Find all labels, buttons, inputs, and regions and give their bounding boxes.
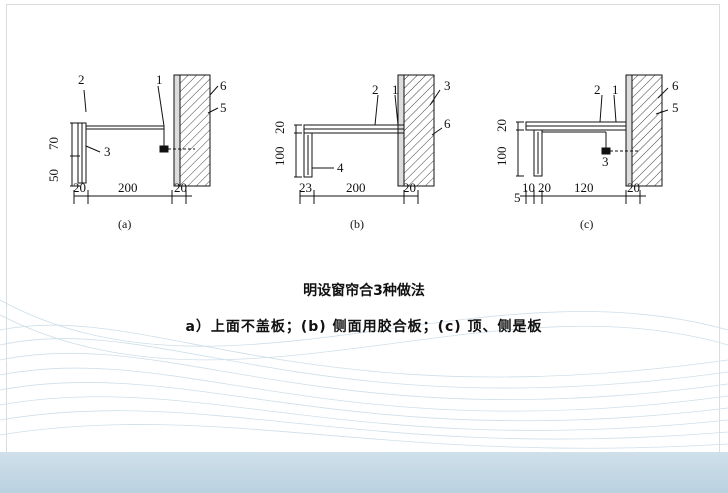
dim-20: 20 bbox=[494, 119, 509, 132]
wall-hatch bbox=[179, 74, 211, 187]
label-c: (c) bbox=[580, 217, 593, 231]
callout-1: 1 bbox=[612, 82, 619, 97]
dim-20: 20 bbox=[272, 121, 287, 134]
caption-title: 明设窗帘合3种做法 bbox=[303, 283, 425, 299]
callout-6: 6 bbox=[672, 78, 679, 93]
callout-2: 2 bbox=[372, 82, 379, 97]
dim-70: 70 bbox=[46, 137, 61, 150]
dim-20-right: 20 bbox=[403, 180, 416, 195]
callout-2: 2 bbox=[78, 72, 85, 87]
figure-b bbox=[294, 74, 443, 204]
callout-3: 3 bbox=[104, 144, 111, 159]
bottom-band bbox=[0, 452, 728, 493]
callout-1: 1 bbox=[392, 82, 399, 97]
callout-4: 4 bbox=[337, 160, 344, 175]
dim-20-right: 20 bbox=[174, 180, 187, 195]
dim-100: 100 bbox=[272, 147, 287, 167]
dim-200: 200 bbox=[346, 180, 366, 195]
dim-120: 120 bbox=[574, 180, 594, 195]
plaster-layer bbox=[173, 74, 181, 187]
callout-3: 3 bbox=[602, 154, 609, 169]
dim-50: 50 bbox=[46, 169, 61, 182]
caption-subtitle: a）上面不盖板；(b) 侧面用胶合板；(c) 顶、侧是板 bbox=[185, 319, 543, 335]
dim-5: 5 bbox=[514, 190, 521, 205]
label-b: (b) bbox=[350, 217, 364, 231]
label-a: (a) bbox=[118, 217, 131, 231]
callout-5: 5 bbox=[220, 100, 227, 115]
callout-3: 3 bbox=[444, 78, 451, 93]
callout-6: 6 bbox=[220, 78, 227, 93]
dim-10: 10 bbox=[522, 180, 535, 195]
dim-200: 200 bbox=[118, 180, 138, 195]
dim-23: 23 bbox=[299, 180, 312, 195]
figure-c bbox=[516, 74, 669, 204]
callout-1: 1 bbox=[156, 72, 163, 87]
callout-5: 5 bbox=[672, 100, 679, 115]
dim-100: 100 bbox=[494, 147, 509, 167]
dim-20: 20 bbox=[538, 180, 551, 195]
figure-a bbox=[70, 74, 219, 204]
dim-20-right: 20 bbox=[627, 180, 640, 195]
dim-20-left: 20 bbox=[73, 180, 86, 195]
callout-2: 2 bbox=[594, 82, 601, 97]
callout-6: 6 bbox=[444, 116, 451, 131]
